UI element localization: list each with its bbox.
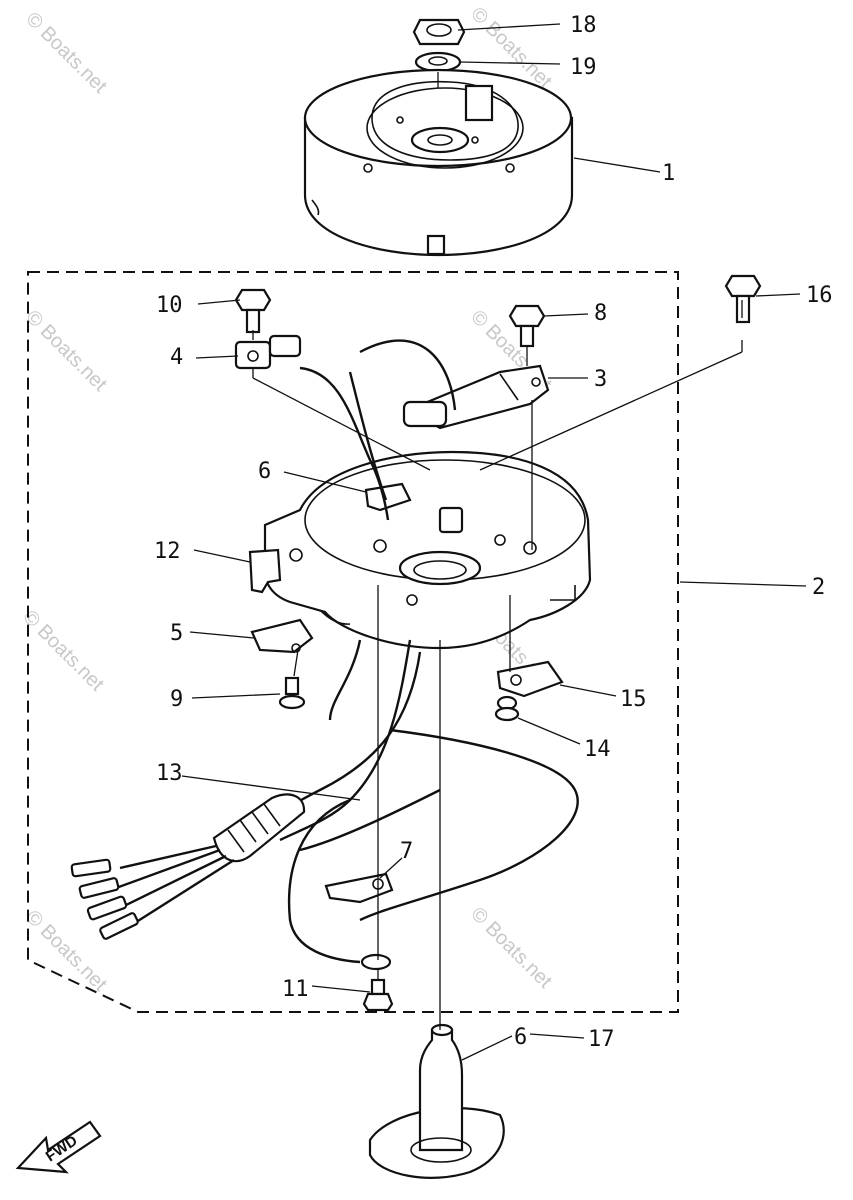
clamp-part-15 xyxy=(496,660,564,698)
assembly-boundary xyxy=(27,271,679,1013)
callout-labels: 18 19 1 10 8 16 4 3 6 12 2 5 15 9 14 13 … xyxy=(154,13,833,1052)
callout-label: 19 xyxy=(570,55,597,80)
bolt-part-8 xyxy=(508,304,546,348)
screw-part-11 xyxy=(362,978,394,1012)
cord-clamp-part-5 xyxy=(250,618,314,654)
watermark: © Boats.net xyxy=(466,903,556,993)
callout-label: 7 xyxy=(400,839,413,864)
callout-label: 9 xyxy=(170,687,183,712)
clamp-part-7 xyxy=(324,872,394,904)
nut-part-18 xyxy=(412,18,466,46)
callout-label: 10 xyxy=(156,293,183,318)
watermark: © Boats.net xyxy=(18,606,108,696)
callout-label: 6 xyxy=(514,1025,527,1050)
callout-label: 8 xyxy=(594,301,607,326)
callout-label: 11 xyxy=(282,977,309,1002)
screw-part-9 xyxy=(278,676,306,710)
bolt-part-16 xyxy=(724,274,762,324)
watermark: © Boats.net xyxy=(21,906,111,996)
bolt-part-10 xyxy=(234,288,272,334)
callout-leaders xyxy=(181,23,807,1061)
callout-label: 18 xyxy=(570,13,597,38)
flywheel-part-1 xyxy=(303,68,574,257)
callout-label: 12 xyxy=(154,539,181,564)
forward-direction-arrow: FWD xyxy=(15,1120,102,1174)
callout-label: 13 xyxy=(156,761,183,786)
watermark: © Boats.net xyxy=(21,8,111,98)
alignment-lines xyxy=(252,72,743,1030)
watermark: © Boats.net xyxy=(21,306,111,396)
callout-label: 3 xyxy=(594,367,607,392)
callout-label: 1 xyxy=(662,161,675,186)
crankshaft-part-17 xyxy=(368,1023,505,1179)
callout-label: 2 xyxy=(812,575,825,600)
washer-part-19 xyxy=(414,51,462,73)
wire-clamp-part-6 xyxy=(364,482,412,512)
callout-label: 14 xyxy=(584,737,611,762)
stator-base-part-2 xyxy=(263,450,592,650)
callout-label: 4 xyxy=(170,345,183,370)
callout-label: 15 xyxy=(620,687,647,712)
charge-coil-part-3 xyxy=(402,364,550,430)
screw-part-14 xyxy=(494,695,520,722)
wire-harness-part-13 xyxy=(70,339,579,964)
callout-label: 5 xyxy=(170,621,183,646)
callout-label: 6 xyxy=(258,459,271,484)
pulser-coil-part-4 xyxy=(234,334,302,370)
callout-label: 17 xyxy=(588,1027,615,1052)
bracket-part-12 xyxy=(248,548,282,594)
ground-terminal xyxy=(360,953,392,971)
callout-label: 16 xyxy=(806,283,833,308)
